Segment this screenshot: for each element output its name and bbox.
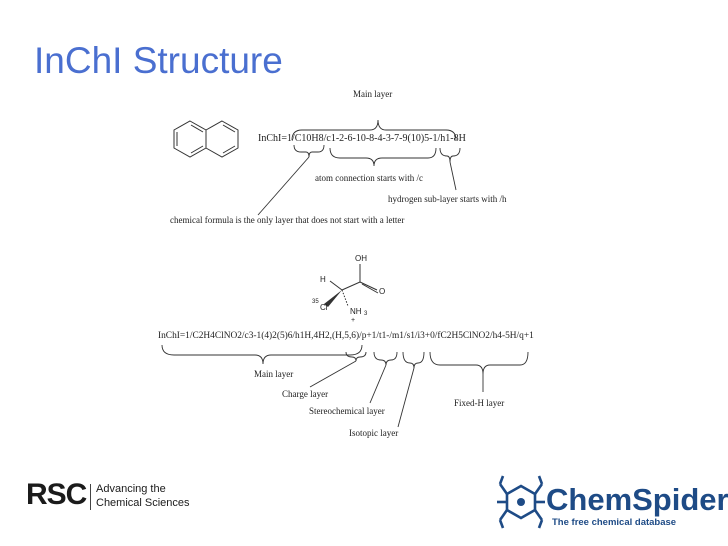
chemspider-tagline: The free chemical database	[552, 517, 677, 528]
label-chemical-formula: chemical formula is the only layer that …	[170, 215, 405, 225]
label-charge-layer: Charge layer	[282, 389, 329, 399]
chemspider-name: ChemSpider	[546, 482, 728, 517]
chemspider-spider-body	[517, 498, 525, 506]
rsc-mark: RSC	[26, 478, 87, 511]
rsc-divider	[90, 484, 91, 510]
rsc-tagline-2: Chemical Sciences	[96, 497, 190, 509]
chemspider-spider-icon	[497, 475, 545, 529]
label-stereochemical-layer: Stereochemical layer	[309, 406, 385, 416]
naphthalene-structure	[173, 120, 239, 158]
atom-cl: Cl	[320, 303, 328, 312]
atom-nh: NH	[350, 307, 362, 316]
rsc-tagline-1: Advancing the	[96, 483, 166, 495]
atom-isotope: 35	[312, 299, 319, 305]
amino-acid-braces	[161, 344, 529, 375]
amino-acid-pointers	[309, 360, 484, 428]
atom-o: O	[379, 287, 386, 296]
label-isotopic-layer: Isotopic layer	[349, 428, 399, 438]
atom-nh-subscript: 3	[364, 311, 368, 317]
atom-oh: OH	[355, 254, 367, 263]
atom-h: H	[320, 275, 326, 284]
atom-charge: +	[351, 317, 356, 324]
label-main-layer-top: Main layer	[353, 89, 393, 99]
amino-acid-structure	[329, 264, 379, 307]
naphthalene-pointers	[257, 156, 457, 216]
label-hydrogen-sublayer: hydrogen sub-layer starts with /h	[388, 194, 507, 204]
inchi-naphthalene: InChI=1/C10H8/c1-2-6-10-8-4-3-7-9(10)5-1…	[258, 133, 466, 144]
label-fixed-h-layer: Fixed-H layer	[454, 398, 505, 408]
rsc-logo: RSC Advancing the Chemical Sciences	[26, 478, 196, 518]
label-main-layer-bottom: Main layer	[254, 369, 294, 379]
wedge-bond	[324, 290, 342, 307]
slide-title: InChI Structure	[34, 40, 283, 81]
label-atom-connection: atom connection starts with /c	[315, 173, 423, 183]
inchi-amino-acid: InChI=1/C2H4ClNO2/c3-1(4)2(5)6/h1H,4H2,(…	[158, 331, 534, 341]
